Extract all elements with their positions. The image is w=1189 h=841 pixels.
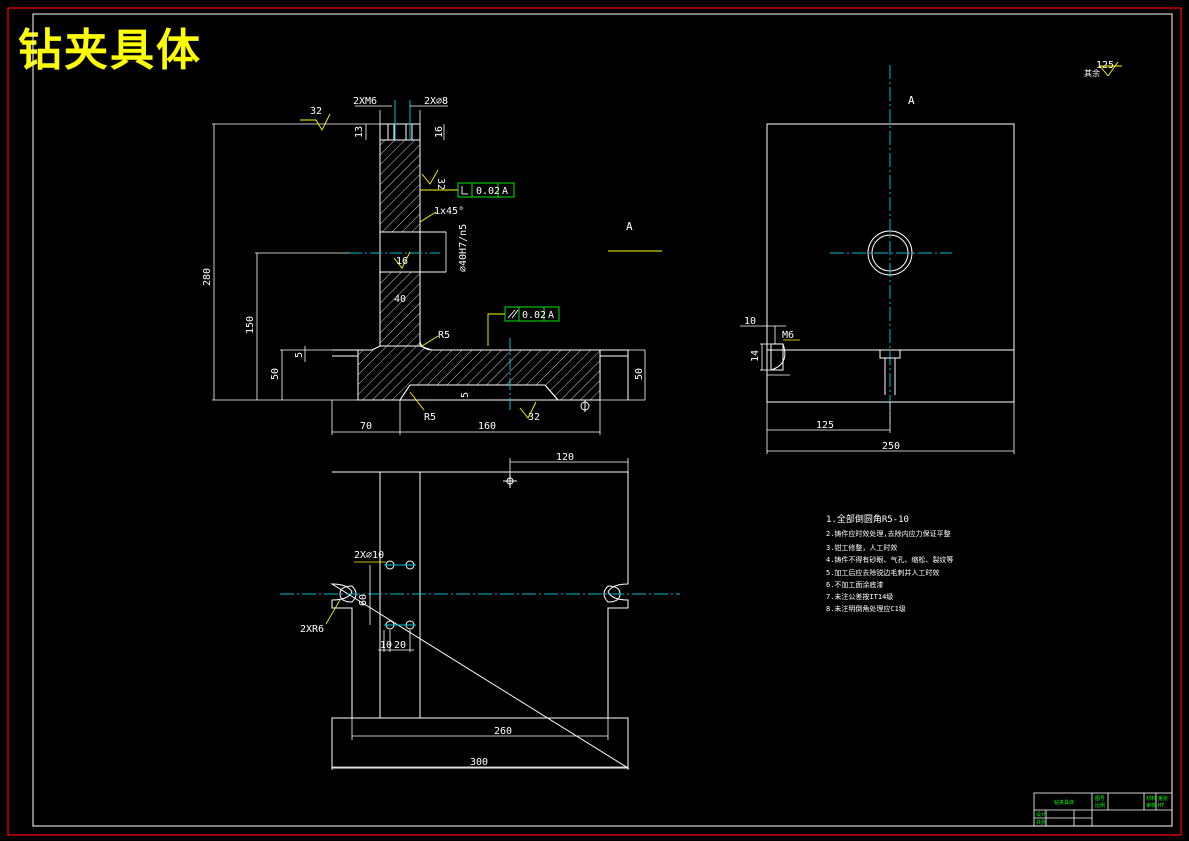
dim-2xphi8: 2X⌀8 [424, 96, 448, 107]
side-dimensions [740, 325, 1015, 454]
dim-2xphi10: 2X⌀10 [354, 550, 384, 561]
top-view [280, 471, 680, 769]
dim-280: 280 [202, 268, 213, 286]
dim-300: 300 [470, 757, 488, 768]
dim-150: 150 [245, 316, 256, 334]
dim-50-right: 50 [634, 368, 645, 380]
front-leaders [300, 61, 1122, 419]
side-view-a [766, 65, 1015, 424]
dim-bore: ⌀40H7/n5 [458, 224, 469, 272]
tol2-value: 0.02 [522, 310, 546, 321]
drawing-title: 钻夹具体 [18, 25, 202, 76]
inner-border [32, 13, 1173, 827]
title-block-cell-6: 共张 [1036, 819, 1046, 826]
roughness-other-label: 其余 [1084, 68, 1100, 78]
outer-border [7, 7, 1182, 836]
front-dimensions [212, 105, 646, 435]
front-view [332, 100, 629, 412]
dim-14: 14 [750, 350, 761, 362]
roughness-32-side: 32 [435, 178, 446, 190]
dim-5-bottom: 5 [460, 392, 471, 398]
note-6: 6.不加工面涂底漆 [826, 580, 883, 589]
title-block-name: 钻夹具体 [1054, 799, 1074, 806]
dim-10-top: 10 [380, 640, 392, 651]
dim-chamfer: 1x45° [434, 206, 464, 217]
dim-260: 260 [494, 726, 512, 737]
dim-60: 60 [358, 594, 369, 606]
tol2-datum: A [548, 310, 554, 321]
roughness-32-bottom: 32 [528, 412, 540, 423]
note-4: 4.铸件不得有砂眼、气孔、缩松、裂纹等 [826, 555, 953, 564]
top-dimensions [325, 458, 629, 770]
dim-2xr6: 2XR6 [300, 624, 324, 635]
dim-m6: M6 [782, 330, 794, 341]
title-block-cell-1: 图号 [1095, 796, 1105, 802]
dim-250: 250 [882, 441, 900, 452]
title-block-cell-2: 比例 [1095, 802, 1105, 809]
dim-10-side: 10 [744, 316, 756, 327]
dim-20: 20 [394, 640, 406, 651]
dim-120: 120 [556, 452, 574, 463]
title-block-cell-7: 第张 [1158, 795, 1168, 802]
roughness-32-top: 32 [310, 106, 322, 117]
note-7: 7.未注公差按IT14级 [826, 592, 893, 601]
note-8: 8.未注明倒角处理应C1级 [826, 604, 906, 613]
dim-2xm6: 2XM6 [353, 96, 377, 107]
roughness-16: 16 [396, 256, 408, 267]
note-2: 2.铸件应时效处理,去除内应力保证平整 [826, 529, 951, 538]
dim-50-left: 50 [270, 368, 281, 380]
dim-13: 13 [354, 126, 365, 138]
note-5: 5.加工后应去除锐边毛刺并人工时效 [826, 568, 939, 577]
view-a-title: A [908, 94, 915, 107]
note-3: 3.钳工修整，人工时效 [826, 543, 897, 552]
dim-5-left: 5 [294, 352, 305, 358]
title-block-cell-5: 设计 [1036, 811, 1046, 818]
technical-notes: 1.全部倒圆角R5-10 2.铸件应时效处理,去除内应力保证平整 3.钳工修整，… [826, 513, 953, 613]
roughness-other-value: 125 [1096, 60, 1114, 71]
section-a-label: A [626, 220, 633, 233]
dim-r5: R5 [438, 330, 450, 341]
dim-125: 125 [816, 420, 834, 431]
title-block-cell-4: 审核 [1146, 802, 1156, 809]
dim-r5-bottom: R5 [424, 412, 436, 423]
dim-70: 70 [360, 421, 372, 432]
title-block [1033, 792, 1173, 827]
dim-40: 40 [394, 294, 406, 305]
tolerance-frames [457, 182, 560, 322]
tol1-datum: A [502, 186, 508, 197]
title-block-cell-3: 材料 [1146, 795, 1156, 802]
dim-16-top: 16 [434, 126, 445, 138]
title-block-cell-8: HT [1158, 803, 1164, 809]
dim-160: 160 [478, 421, 496, 432]
note-1: 1.全部倒圆角R5-10 [826, 513, 909, 525]
tol1-value: 0.02 [476, 186, 500, 197]
